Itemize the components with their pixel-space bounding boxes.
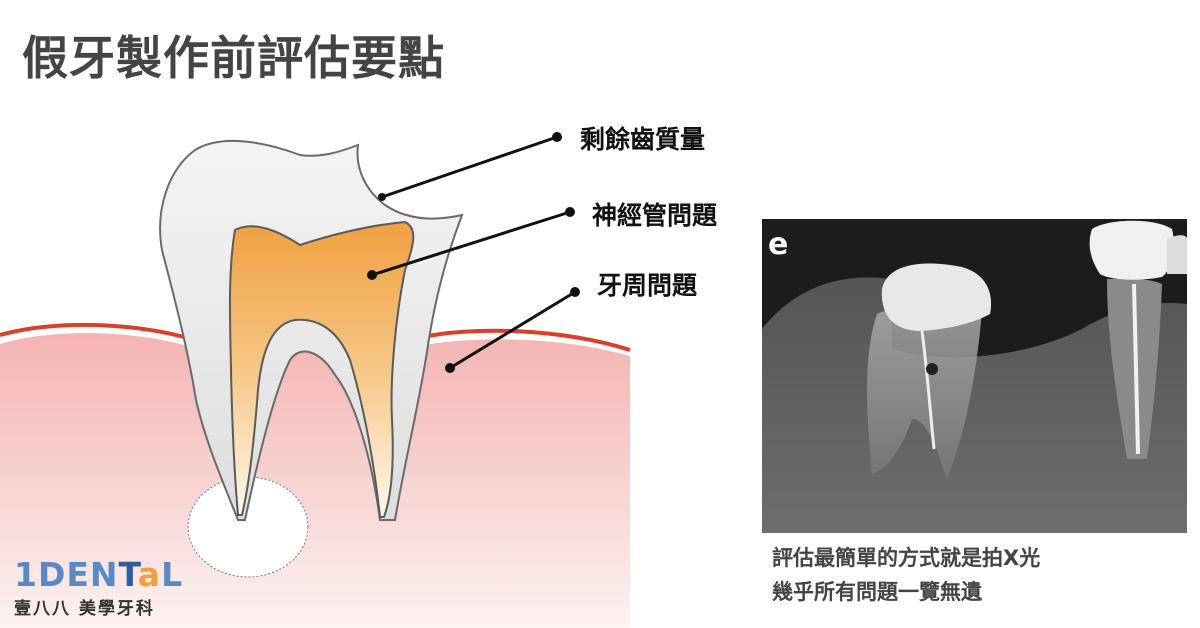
xray-drawing [762,219,1187,533]
leader-remaining-tooth-dot [552,132,562,142]
logo-part3: a [137,555,162,594]
xray-right-crown [1089,220,1174,280]
xray-image: e [762,219,1187,533]
logo-wordmark: 1DENTaL [14,558,183,592]
leader-root-canal-dot-end [565,207,575,217]
brand-logo: 1DENTaL 壹八八 美學牙科 [14,558,183,620]
leader-periodontal [449,290,576,370]
caption-line-2: 幾乎所有問題一覽無遺 [772,580,982,604]
xray-lesion [926,363,938,375]
xray-corner-mark: e [768,227,789,262]
xray-crown [881,263,992,331]
xray-bone [762,277,1187,533]
xray-far-right-crown [1167,235,1187,274]
logo-first: 1 [14,555,38,594]
leader-periodontal-dot-end [570,287,580,297]
periapical-lesion [187,476,309,578]
label-remaining-tooth: 剩餘齒質量 [580,125,706,154]
xray-canal [920,330,936,450]
xray-right-canal [1132,283,1140,455]
gum-line [0,322,631,352]
page-title: 假牙製作前評估要點 [22,31,445,85]
leader-remaining-tooth [381,135,558,199]
logo-part1: DEN [37,555,119,594]
leader-root-canal [371,210,571,277]
logo-subtitle: 壹八八 美學牙科 [14,599,155,619]
gum-tissue [0,333,630,628]
xray-center-root [867,306,982,479]
tooth-diagram [0,132,631,628]
logo-part4: L [161,555,184,594]
caption-line-1: 評估最簡單的方式就是拍X光 [772,546,1041,570]
label-periodontal: 牙周問題 [597,271,698,300]
leader-remaining-tooth-dot-start [378,193,386,201]
logo-part2: T [118,555,138,594]
leader-periodontal-dot-start [445,363,455,373]
label-root-canal: 神經管問題 [592,201,718,230]
pulp-chamber [228,220,415,518]
leader-root-canal-dot-start [367,270,377,280]
caption: 評估最簡單的方式就是拍X光 幾乎所有問題一覽無遺 [772,541,1040,609]
